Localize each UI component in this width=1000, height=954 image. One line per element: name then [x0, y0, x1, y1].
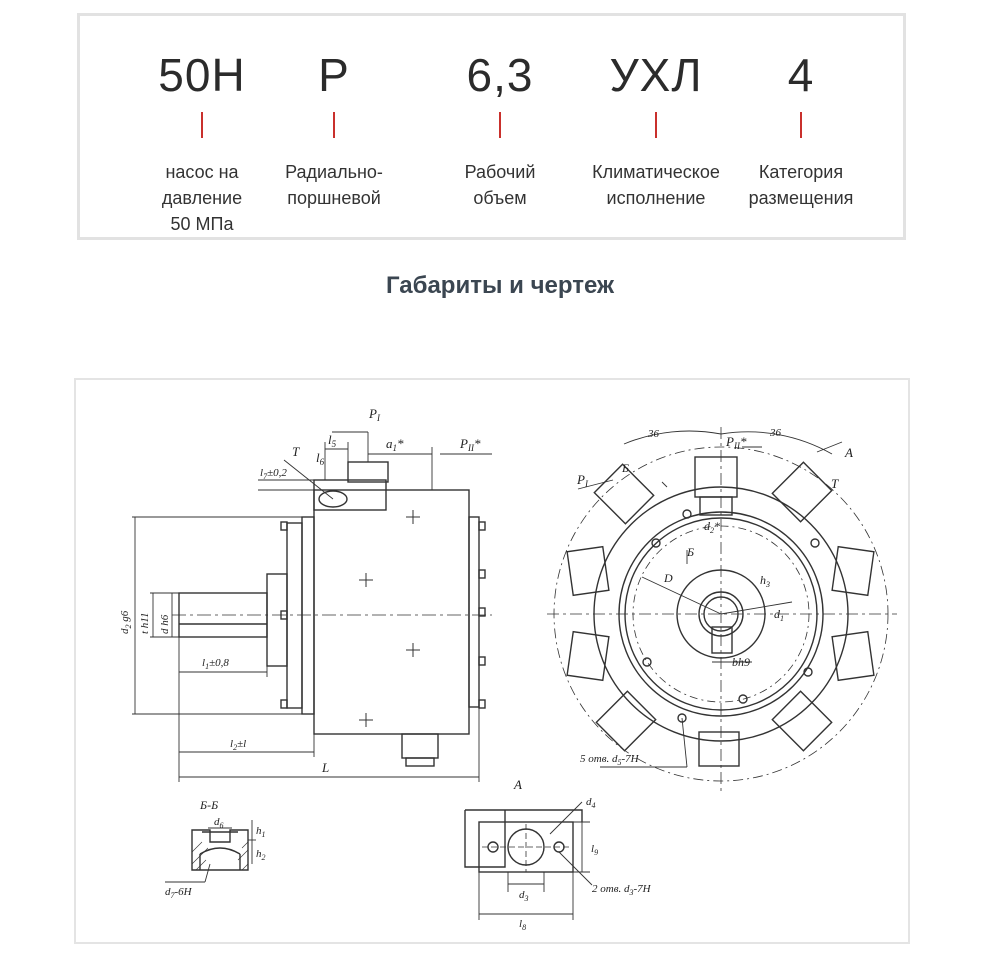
- svg-text:2 отв. d3-7H: 2 отв. d3-7H: [592, 883, 652, 897]
- svg-text:h3: h3: [760, 573, 770, 589]
- drawing-svg: PI l5 a1* PII* T l6 l7±0,2 d2 g6 t h11 d…: [119, 406, 897, 932]
- side-view: [178, 461, 486, 767]
- svg-text:d4: d4: [586, 796, 596, 810]
- code-value: 50Н: [158, 49, 246, 101]
- code-description: Радиально- поршневой: [285, 162, 383, 208]
- svg-text:h2: h2: [256, 848, 266, 862]
- svg-text:Б: Б: [621, 461, 629, 475]
- svg-text:a1*: a1*: [386, 436, 404, 453]
- code-tick: [201, 112, 203, 138]
- section-bb: [191, 829, 249, 871]
- svg-text:D: D: [663, 571, 673, 585]
- svg-text:L: L: [321, 760, 329, 775]
- svg-text:l9: l9: [591, 843, 598, 857]
- svg-text:T: T: [292, 444, 300, 459]
- svg-text:PII*: PII*: [459, 436, 481, 453]
- code-tick: [800, 112, 802, 138]
- code-tick: [655, 112, 657, 138]
- svg-text:36: 36: [647, 428, 660, 440]
- svg-text:bh9: bh9: [732, 655, 750, 669]
- svg-text:l5: l5: [328, 432, 337, 449]
- svg-text:l6: l6: [316, 450, 325, 467]
- center-marks: [359, 510, 420, 727]
- code-tick: [499, 112, 501, 138]
- view-a: [464, 809, 583, 873]
- code-description: Категория размещения: [748, 162, 854, 208]
- code-value: Р: [318, 49, 350, 101]
- code-tick: [333, 112, 335, 138]
- drawing-labels: PI l5 a1* PII* T l6 l7±0,2 d2 g6 t h11 d…: [119, 406, 853, 932]
- svg-text:d2 g6: d2 g6: [119, 610, 133, 634]
- svg-text:d h6: d h6: [159, 614, 171, 634]
- svg-text:T: T: [831, 476, 839, 491]
- code-value: 4: [787, 49, 815, 101]
- svg-text:d2*: d2*: [704, 519, 720, 535]
- svg-text:Б-Б: Б-Б: [199, 798, 218, 812]
- code-value: 6,3: [466, 49, 534, 101]
- svg-text:PII*: PII*: [725, 434, 747, 451]
- svg-text:l8: l8: [519, 918, 526, 932]
- svg-text:A: A: [513, 777, 522, 792]
- technical-drawing: PI l5 a1* PII* T l6 l7±0,2 d2 g6 t h11 d…: [74, 378, 910, 944]
- code-description: насос на давление 50 МПа: [161, 162, 243, 234]
- code-description: Климатическое исполнение: [592, 162, 720, 208]
- svg-text:5 отв. d5-7H: 5 отв. d5-7H: [580, 753, 640, 767]
- svg-text:l1±0,8: l1±0,8: [202, 657, 229, 671]
- code-description: Рабочий объем: [464, 162, 536, 208]
- pump-housing: [313, 489, 470, 735]
- svg-text:d1: d1: [774, 607, 784, 623]
- dimension-lines: [132, 431, 492, 782]
- svg-text:Б: Б: [686, 545, 694, 559]
- svg-text:36: 36: [769, 427, 782, 439]
- svg-text:PI: PI: [576, 472, 589, 489]
- model-code-box: 50Н насос на давление 50 МПа Р Радиально…: [77, 13, 906, 240]
- svg-text:d7-6H: d7-6H: [165, 886, 193, 900]
- svg-text:l2±l: l2±l: [230, 738, 246, 752]
- flange: [286, 522, 303, 709]
- section-title: Габариты и чертеж: [386, 272, 614, 299]
- svg-text:d3: d3: [519, 889, 529, 903]
- svg-text:l7±0,2: l7±0,2: [260, 467, 287, 481]
- cylinder-heads: [566, 461, 875, 752]
- svg-text:A: A: [844, 445, 853, 460]
- svg-text:d6: d6: [214, 816, 224, 830]
- svg-text:h1: h1: [256, 825, 266, 839]
- svg-text:PI: PI: [368, 406, 381, 423]
- code-value: УХЛ: [609, 49, 703, 101]
- svg-text:t h11: t h11: [139, 613, 151, 635]
